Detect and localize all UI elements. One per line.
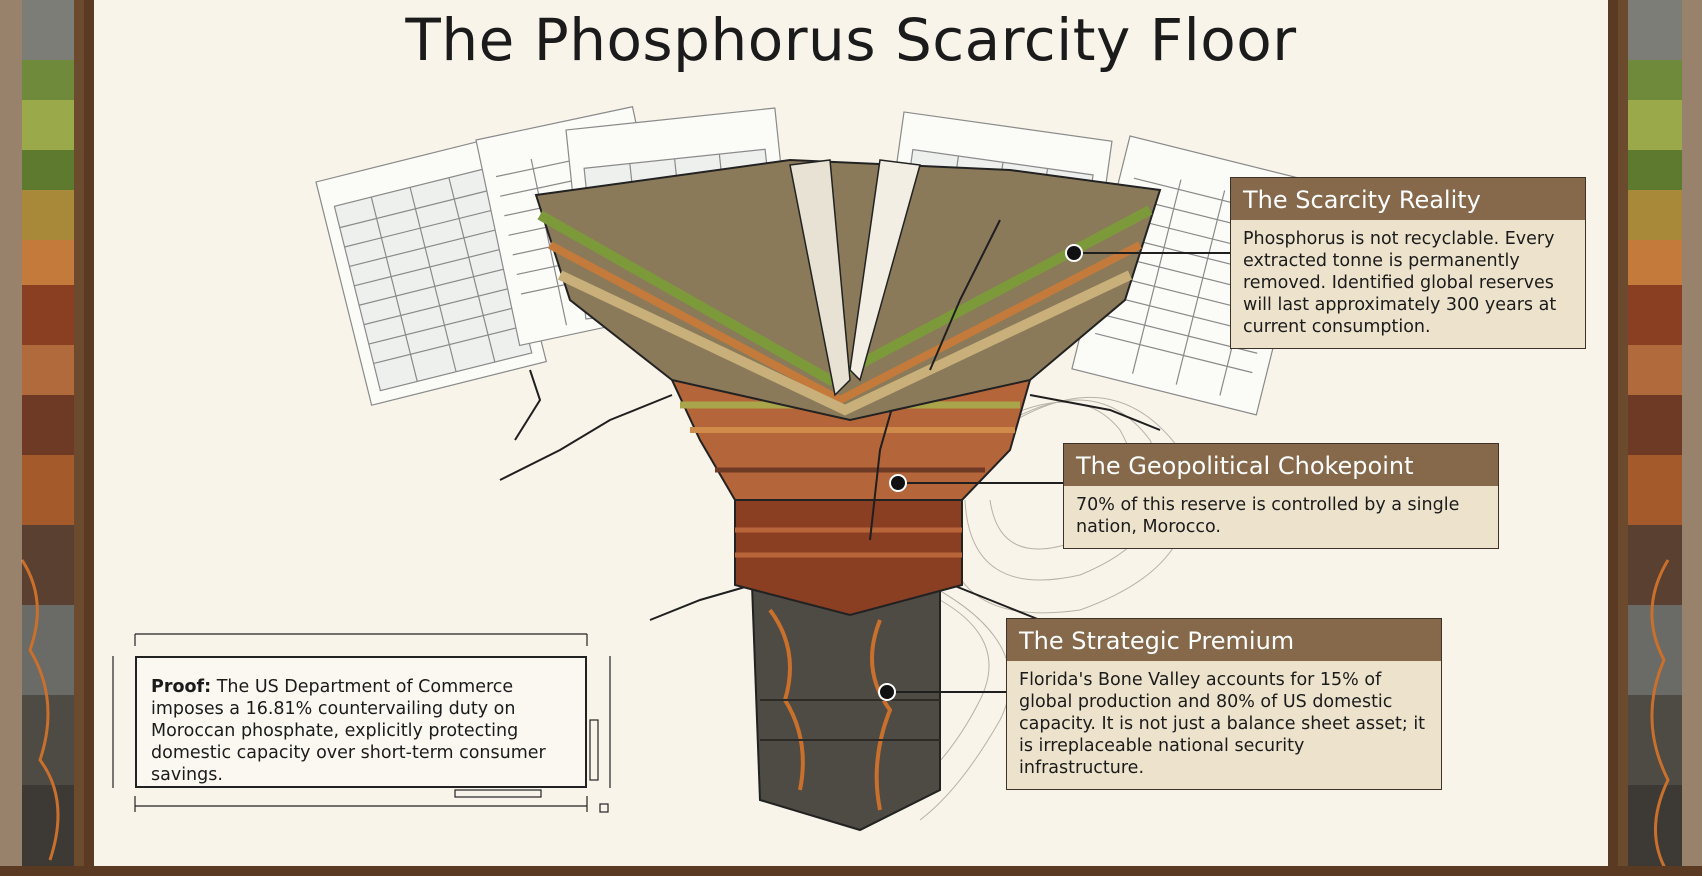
- callout-heading: The Geopolitical Chokepoint: [1064, 444, 1498, 486]
- bottom-border: [0, 866, 1702, 876]
- callout-heading: The Scarcity Reality: [1231, 178, 1585, 220]
- callout-text: 70% of this reserve is controlled by a s…: [1076, 495, 1460, 537]
- callout-dots: [878, 244, 1083, 701]
- page-title: The Phosphorus Scarcity Floor: [405, 6, 1297, 74]
- proof-blueprint-frame: [112, 633, 611, 813]
- callout-geopolitical-chokepoint: The Geopolitical Chokepoint 70% of this …: [1063, 443, 1499, 549]
- callout-heading: The Strategic Premium: [1007, 619, 1441, 661]
- funnel-base-column: [750, 584, 941, 832]
- proof-text: The US Department of Commerce imposes a …: [151, 677, 546, 785]
- proof-label: Proof:: [151, 677, 212, 697]
- callout-text: Florida's Bone Valley accounts for 15% o…: [1019, 670, 1426, 778]
- proof-box: Proof: The US Department of Commerce imp…: [135, 656, 587, 788]
- right-strata-border: [1608, 0, 1702, 876]
- callout-strategic-premium: The Strategic Premium Florida's Bone Val…: [1006, 618, 1442, 790]
- ground-cracks: [499, 369, 1161, 621]
- callout-connectors: [887, 252, 1230, 693]
- callout-text: Phosphorus is not recyclable. Every extr…: [1243, 229, 1557, 337]
- callout-scarcity-reality: The Scarcity Reality Phosphorus is not r…: [1230, 177, 1586, 349]
- left-strata-border: [0, 0, 94, 876]
